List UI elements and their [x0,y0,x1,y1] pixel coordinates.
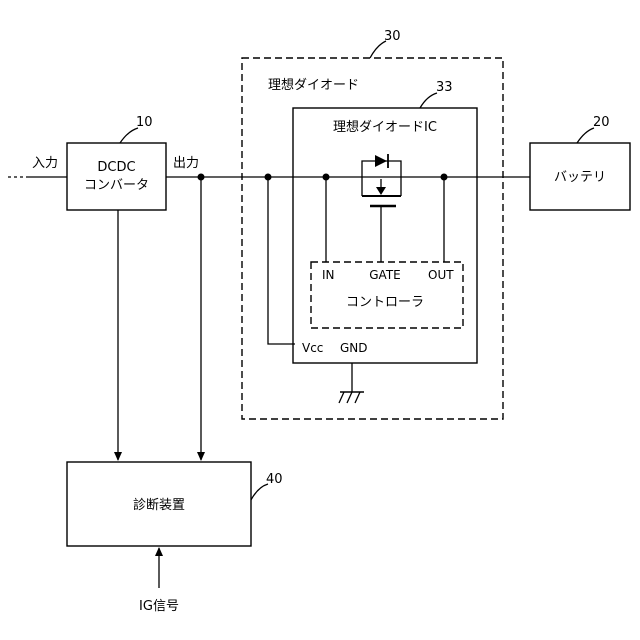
vcc-wire [268,177,295,344]
diagnostic-ref-number: 40 [266,472,283,487]
ig-signal-label: IG信号 [139,599,179,614]
controller-block: IN GATE OUT コントローラ [311,262,463,328]
pin-in-label: IN [322,268,335,282]
diagnostic-device-label: 診断装置 [133,497,185,513]
body-diode-triangle [375,155,387,167]
ideal-diode-ref-number: 30 [384,29,401,44]
mosfet-body-arrow [376,187,386,195]
ideal-diode-dashed-box [242,58,503,419]
dcdc-converter-box [67,143,166,210]
ideal-diode-ic-box [293,108,477,363]
body-diode-symbol [362,154,401,177]
battery-ref-number: 20 [593,115,610,130]
ideal-diode-label: 理想ダイオード [268,77,359,93]
diagnostic-device-block: 診断装置 40 [67,462,283,546]
pin-vcc-label: Vcc [302,341,323,355]
dcdc-converter-block: DCDC コンバータ 10 [67,115,166,210]
mosfet-symbol [362,177,401,206]
dcdc-ref-number: 10 [136,115,153,130]
ideal-diode-ic-label: 理想ダイオードIC [333,119,437,135]
ideal-diode-ic-block: 理想ダイオードIC 33 [293,80,477,363]
ideal-diode-ic-ref-number: 33 [436,80,453,95]
output-label: 出力 [173,156,199,171]
ideal-diode-module: 理想ダイオード 30 [242,29,503,419]
battery-block: バッテリ 20 [530,115,630,210]
controller-label: コントローラ [346,295,424,310]
ideal-diode-ic-ref-leader [420,93,437,108]
dcdc-label-line1: DCDC [97,160,135,175]
ground-symbol [339,392,364,403]
dcdc-label-line2: コンバータ [84,178,149,193]
battery-ref-leader [577,128,594,143]
pin-gate-label: GATE [369,268,401,282]
battery-label: バッテリ [554,170,606,185]
pin-out-label: OUT [428,268,454,282]
pin-gnd-label: GND [340,341,368,355]
input-label: 入力 [32,156,58,171]
dcdc-ref-leader [120,128,138,143]
